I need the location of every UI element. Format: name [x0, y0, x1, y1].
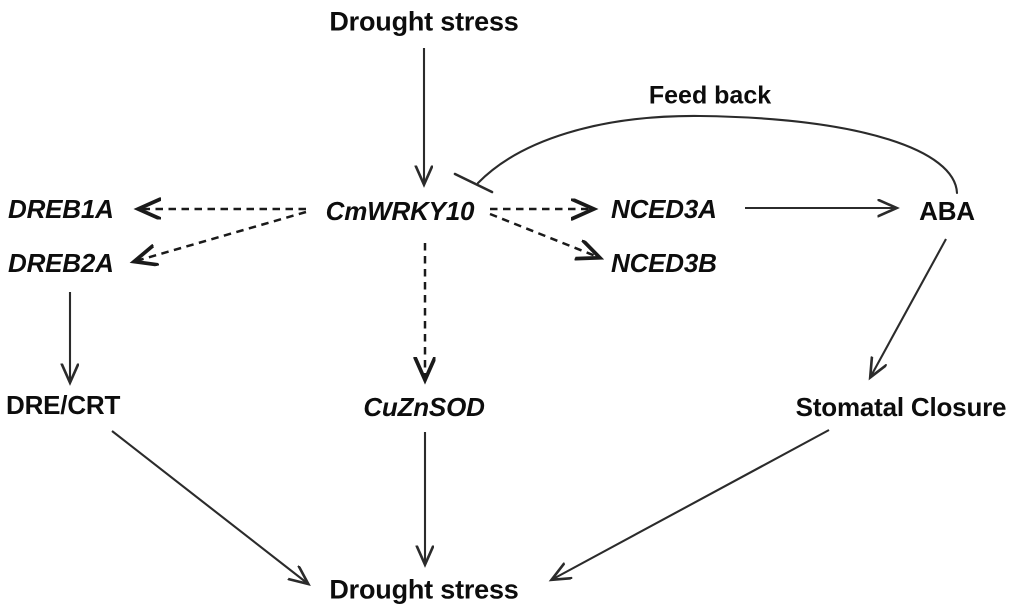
node-nced3b: NCED3B [611, 248, 717, 278]
node-dreb1a: DREB1A [8, 194, 114, 224]
node-cuznsod: CuZnSOD [363, 392, 485, 422]
edge-stomatal-closure-to-drought [553, 429, 830, 579]
edge-aba-to-stomatal-closure [871, 238, 947, 376]
edge-label-feedback: Feed back [648, 81, 772, 110]
edge-cmwrky10-to-nced3b [489, 212, 598, 257]
edge-cmwrky10-to-dreb2a [136, 210, 307, 261]
edge-dre-crt-to-drought [111, 430, 307, 583]
inhibition-tbar-icon [453, 172, 494, 194]
node-dre-crt: DRE/CRT [6, 390, 121, 420]
node-drought-stress-top: Drought stress [329, 6, 519, 37]
edge-aba-to-cmwrky10-feedback [476, 114, 959, 195]
node-cmwrky10: CmWRKY10 [325, 196, 475, 226]
node-aba: ABA [919, 196, 975, 226]
node-stomatal-closure: Stomatal Closure [795, 392, 1007, 422]
node-nced3a: NCED3A [611, 194, 717, 224]
node-drought-stress-bottom: Drought stress [329, 574, 519, 605]
node-dreb2a: DREB2A [8, 248, 114, 278]
